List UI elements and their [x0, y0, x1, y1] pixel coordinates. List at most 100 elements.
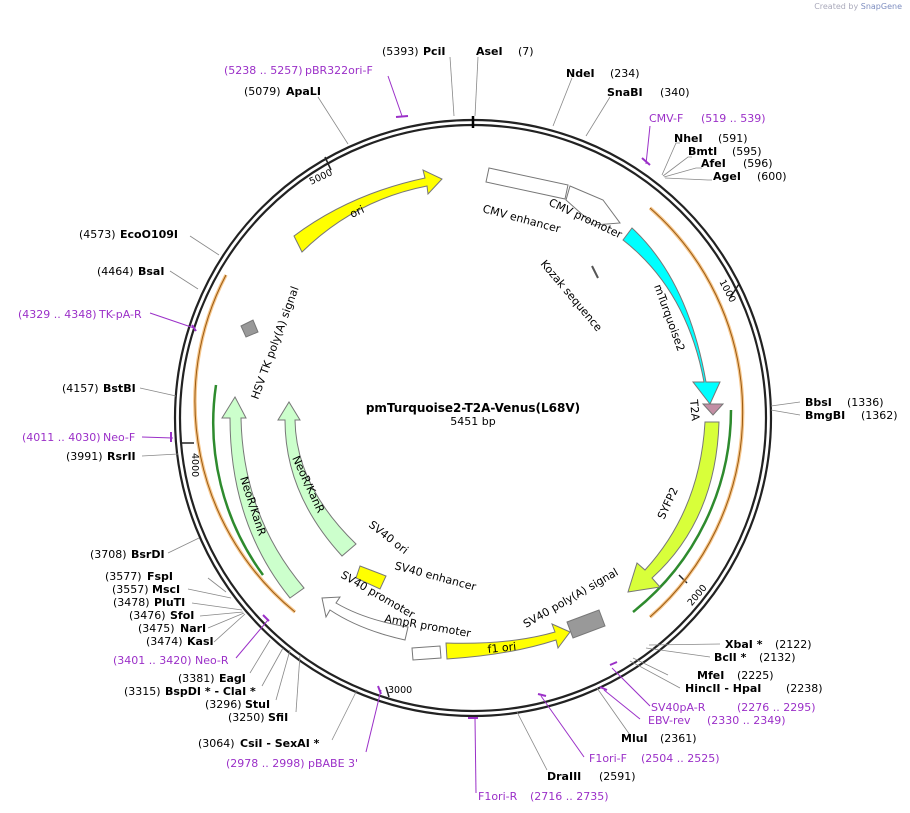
- feature-syfp2: [627, 421, 720, 593]
- primer-name-pbr322ori-f[interactable]: pBR322ori-F: [305, 64, 373, 77]
- enzyme-name-csii-sexai[interactable]: CsiI - SexAI *: [240, 737, 320, 750]
- feature-sv40-ori: [355, 565, 387, 590]
- feature-f1-ori: [445, 623, 571, 660]
- primer-name-tk-pa-r[interactable]: TK-pA-R: [98, 308, 142, 321]
- primer-name-sv40pa-r[interactable]: SV40pA-R: [651, 701, 706, 714]
- enzyme-name-pcii[interactable]: PciI: [423, 45, 445, 58]
- enzyme-name-agei[interactable]: AgeI: [713, 170, 741, 183]
- leader-bcli: [645, 647, 711, 658]
- leader-bsrdi: [167, 537, 200, 554]
- enzyme-pos-xbai: (2122): [775, 638, 812, 651]
- enzyme-pos-bsai: (4464): [97, 265, 134, 278]
- enzyme-name-sfoi[interactable]: SfoI: [170, 609, 194, 622]
- leader-ecoo109i: [189, 235, 220, 256]
- leader-apali: [317, 96, 349, 145]
- leader-mfei: [632, 657, 669, 676]
- enzyme-name-bsrdi[interactable]: BsrDI: [131, 548, 165, 561]
- enzyme-pos-afei: (596): [743, 157, 773, 170]
- leader-agei: [664, 177, 712, 181]
- primer-name-neo-f[interactable]: Neo-F: [103, 431, 135, 444]
- enzyme-name-apali[interactable]: ApaLI: [286, 85, 321, 98]
- enzyme-name-ndei[interactable]: NdeI: [566, 67, 595, 80]
- feature-mturquoise2: [622, 227, 721, 405]
- primer-name-ebv-rev[interactable]: EBV-rev: [648, 714, 691, 727]
- leader-xbai: [648, 643, 721, 646]
- primer-range-f1ori-r: (2716 .. 2735): [530, 790, 609, 803]
- enzyme-pos-snabi: (340): [660, 86, 690, 99]
- label-ori: ori: [348, 203, 366, 221]
- enzyme-name-bspdi-clai[interactable]: BspDI * - ClaI *: [165, 685, 256, 698]
- enzyme-name-draiii[interactable]: DraIII: [547, 770, 581, 783]
- credit-prefix: Created by: [814, 2, 859, 11]
- leader-pluti: [191, 602, 243, 611]
- leader-eagi: [249, 639, 271, 674]
- enzyme-pos-ecoo109i: (4573): [79, 228, 116, 241]
- enzyme-name-eagi[interactable]: EagI: [219, 672, 246, 685]
- feature-kozak: [591, 265, 599, 279]
- primer-range-ebv-rev: (2330 .. 2349): [707, 714, 786, 727]
- enzyme-name-ecoo109i[interactable]: EcoO109I: [120, 228, 178, 241]
- enzyme-name-stui[interactable]: StuI: [245, 698, 270, 711]
- leader-asei: [474, 56, 479, 117]
- enzyme-name-bmgbi[interactable]: BmgBI: [805, 409, 845, 422]
- feature-hsv-tk-polya: [240, 319, 259, 338]
- enzyme-name-xbai[interactable]: XbaI *: [725, 638, 763, 651]
- feature-sv40-promoter: [321, 596, 409, 641]
- primer-range-cmv-f: (519 .. 539): [701, 112, 766, 125]
- label-syfp2: SYFP2: [655, 485, 681, 521]
- enzyme-name-mfei[interactable]: MfeI: [697, 669, 724, 682]
- primer-name-pbabe3[interactable]: pBABE 3': [308, 757, 358, 770]
- primer-name-cmv-f[interactable]: CMV-F: [649, 112, 683, 125]
- leader-fspi: [207, 577, 227, 593]
- enzyme-name-bmti[interactable]: BmtI: [688, 145, 717, 158]
- enzyme-name-pluti[interactable]: PluTI: [154, 596, 185, 609]
- enzyme-pos-mfei: (2225): [737, 669, 774, 682]
- enzyme-name-sfii[interactable]: SfiI: [268, 711, 288, 724]
- primer-name-neo-r[interactable]: Neo-R: [195, 654, 229, 667]
- enzyme-pos-pcii: (5393): [382, 45, 419, 58]
- enzyme-name-afei[interactable]: AfeI: [701, 157, 726, 170]
- enzyme-name-rsrii[interactable]: RsrII: [107, 450, 136, 463]
- enzyme-name-asei[interactable]: AseI: [476, 45, 503, 58]
- leader-kasi: [213, 613, 246, 643]
- enzyme-name-msci[interactable]: MscI: [152, 583, 180, 596]
- enzyme-name-snabi[interactable]: SnaBI: [607, 86, 643, 99]
- enzyme-name-nhei[interactable]: NheI: [674, 132, 703, 145]
- enzyme-pos-bspdi-clai: (3315): [124, 685, 161, 698]
- leader-snabi: [585, 96, 611, 137]
- enzyme-name-kasi[interactable]: KasI: [187, 635, 214, 648]
- leader-bspdi: [261, 647, 284, 687]
- enzyme-pos-sfii: (3250): [228, 711, 265, 724]
- enzyme-pos-fspi: (3577): [105, 570, 142, 583]
- primer-name-f1ori-r[interactable]: F1ori-R: [478, 790, 518, 803]
- enzyme-name-bcli[interactable]: BclI *: [714, 651, 747, 664]
- feature-ampr-promoter: [411, 645, 442, 661]
- primer-name-f1ori-f[interactable]: F1ori-F: [589, 752, 627, 765]
- enzyme-pos-ndei: (234): [610, 67, 640, 80]
- leader-csii: [331, 689, 358, 741]
- label-t2a: T2A: [687, 398, 702, 422]
- label-sv40-ori: SV40 ori: [366, 518, 410, 557]
- enzyme-pos-bsrdi: (3708): [90, 548, 127, 561]
- leader-draiii: [516, 711, 548, 771]
- enzyme-name-bstbi[interactable]: BstBI: [103, 382, 136, 395]
- enzyme-pos-bmgbi: (1362): [861, 409, 898, 422]
- enzyme-name-mlui[interactable]: MluI: [621, 732, 648, 745]
- enzyme-pos-msci: (3557): [112, 583, 149, 596]
- enzyme-pos-eagi: (3381): [178, 672, 215, 685]
- tick-5000: [324, 156, 332, 171]
- enzyme-pos-sfoi: (3476): [129, 609, 166, 622]
- enzyme-pos-nhei: (591): [718, 132, 748, 145]
- primer-line-f1ori-f: [540, 695, 585, 758]
- enzyme-name-bbsi[interactable]: BbsI: [805, 396, 832, 409]
- enzyme-name-nari[interactable]: NarI: [180, 622, 206, 635]
- orange-track-left-line: [194, 274, 296, 613]
- feature-cmv-enhancer: [485, 167, 569, 200]
- enzyme-pos-hincii-hpai: (2238): [786, 682, 823, 695]
- label-kozak: Kozak sequence: [538, 258, 605, 335]
- primer-mark-f1ori-f: [537, 693, 547, 697]
- enzyme-name-fspi[interactable]: FspI: [147, 570, 173, 583]
- enzyme-name-bsai[interactable]: BsaI: [138, 265, 164, 278]
- enzyme-name-hincii-hpai[interactable]: HincII - HpaI: [685, 682, 761, 695]
- leader-mlui: [596, 687, 631, 736]
